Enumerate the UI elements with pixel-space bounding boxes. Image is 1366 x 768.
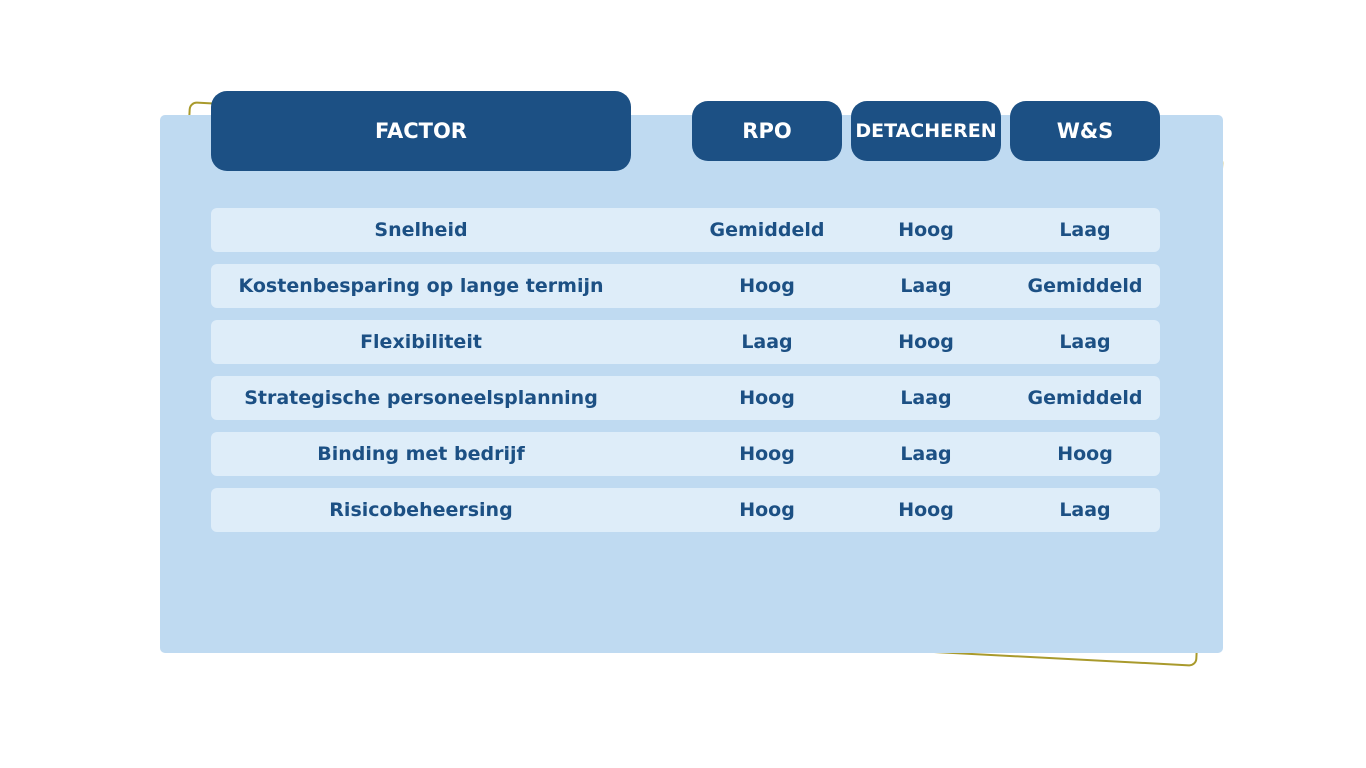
rpo-cell: Hoog <box>739 499 795 521</box>
ws-cell: Gemiddeld <box>1027 275 1143 297</box>
table-row: Risicobeheersing Hoog Hoog Laag <box>211 488 1160 532</box>
rpo-cell: Gemiddeld <box>709 219 825 241</box>
table-body: Snelheid Gemiddeld Hoog Laag Kostenbespa… <box>211 208 1160 544</box>
rpo-cell: Hoog <box>739 387 795 409</box>
rpo-cell: Hoog <box>739 275 795 297</box>
detacheren-cell: Laag <box>900 443 952 465</box>
rpo-cell: Laag <box>741 331 793 353</box>
detacheren-cell: Hoog <box>898 219 954 241</box>
table-row: Flexibiliteit Laag Hoog Laag <box>211 320 1160 364</box>
factor-cell: Kostenbesparing op lange termijn <box>238 275 604 297</box>
factor-cell: Binding met bedrijf <box>317 443 525 465</box>
ws-cell: Laag <box>1059 219 1111 241</box>
header-rpo: RPO <box>692 101 842 161</box>
detacheren-cell: Laag <box>900 275 952 297</box>
detacheren-cell: Hoog <box>898 499 954 521</box>
factor-cell: Risicobeheersing <box>329 499 513 521</box>
table-row: Snelheid Gemiddeld Hoog Laag <box>211 208 1160 252</box>
table-row: Kostenbesparing op lange termijn Hoog La… <box>211 264 1160 308</box>
ws-cell: Laag <box>1059 499 1111 521</box>
factor-cell: Flexibiliteit <box>360 331 482 353</box>
header-ws: W&S <box>1010 101 1160 161</box>
table-row: Binding met bedrijf Hoog Laag Hoog <box>211 432 1160 476</box>
ws-cell: Hoog <box>1057 443 1113 465</box>
ws-cell: Gemiddeld <box>1027 387 1143 409</box>
rpo-cell: Hoog <box>739 443 795 465</box>
header-factor: FACTOR <box>211 91 631 171</box>
detacheren-cell: Hoog <box>898 331 954 353</box>
table-row: Strategische personeelsplanning Hoog Laa… <box>211 376 1160 420</box>
ws-cell: Laag <box>1059 331 1111 353</box>
factor-cell: Strategische personeelsplanning <box>244 387 598 409</box>
detacheren-cell: Laag <box>900 387 952 409</box>
header-detacheren: DETACHEREN <box>851 101 1001 161</box>
factor-cell: Snelheid <box>374 219 468 241</box>
